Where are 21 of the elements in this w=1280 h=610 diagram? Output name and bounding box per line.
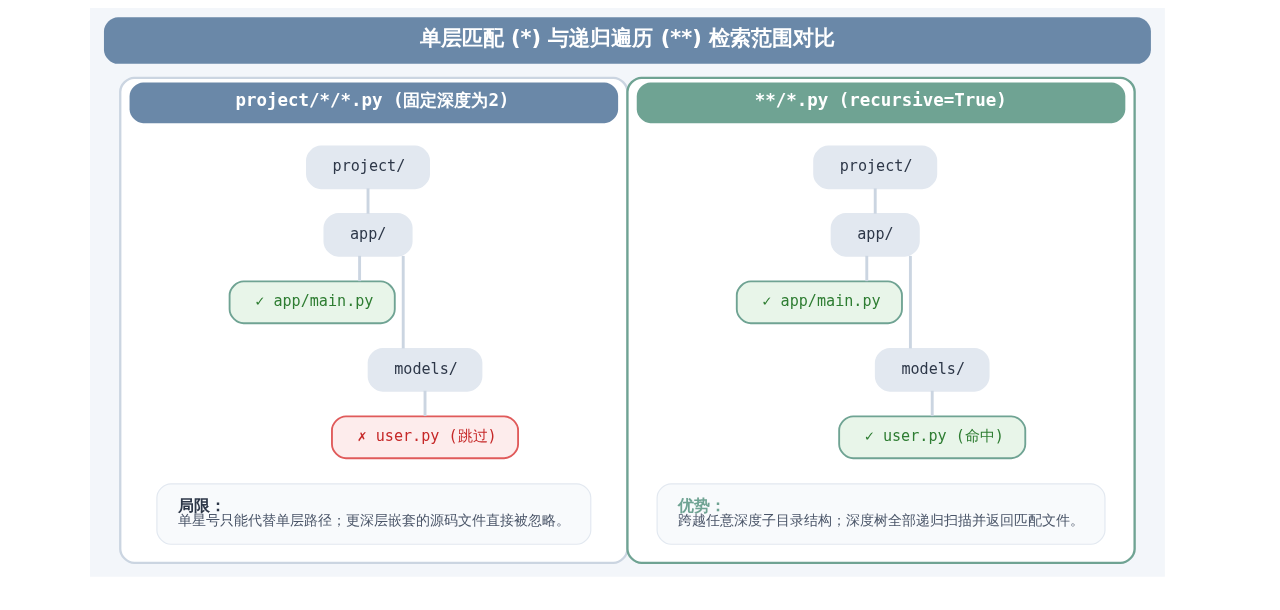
node-box: models/ xyxy=(367,347,483,392)
connector xyxy=(930,390,934,417)
node-box: models/ xyxy=(874,347,990,392)
node-box: project/ xyxy=(306,145,431,190)
connector xyxy=(423,390,427,417)
connector xyxy=(908,255,912,349)
node-box: app/ xyxy=(323,213,413,257)
node-box: ✗ user.py (跳过) xyxy=(331,415,519,460)
connector xyxy=(366,188,370,214)
node-box: app/ xyxy=(830,213,920,257)
node-box: ✓ user.py (命中) xyxy=(838,415,1027,460)
connector xyxy=(865,255,869,282)
node-box: 优势： 跨越任意深度子目录结构；深度树全部递归扫描并返回匹配文件。 xyxy=(656,483,1106,545)
connector xyxy=(873,188,877,214)
connector xyxy=(358,255,362,282)
node-box: ✓ app/main.py xyxy=(735,280,903,325)
node-box: 局限： 单星号只能代替单层路径；更深层嵌套的源码文件直接被忽略。 xyxy=(156,483,592,545)
diagram-title: 单层匹配 (*) 与递归遍历 (**) 检索范围对比 xyxy=(419,25,836,50)
node-box: ✓ app/main.py xyxy=(228,280,396,325)
node-box: project/ xyxy=(813,145,938,190)
connector xyxy=(401,255,405,349)
